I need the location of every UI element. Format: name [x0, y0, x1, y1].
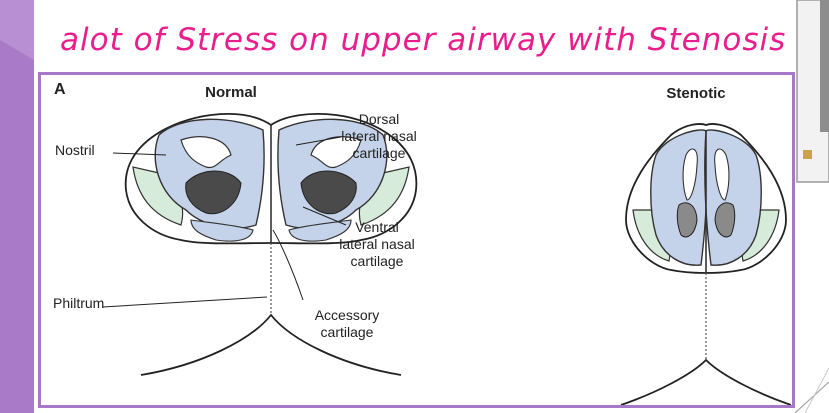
nasal-cartilage-diagram [102, 112, 792, 405]
stenotic-passage-left [676, 202, 698, 238]
panel-letter: A [54, 81, 66, 98]
stenotic-passage-right [714, 202, 736, 238]
left-accent-shade [0, 40, 34, 413]
leader-ventral [302, 206, 347, 226]
leader-nostril [112, 152, 167, 156]
figure-frame: A Normal Stenotic Nostril Dorsal lateral… [38, 72, 795, 408]
stenotic-nostril-right [714, 148, 730, 201]
normal-nose-drawing [102, 112, 418, 376]
label-accessory-cartilage: Accessory cartilage [314, 307, 380, 340]
corner-line [794, 381, 829, 413]
stenotic-nose-drawing [620, 123, 792, 405]
label-philtrum: Philtrum [53, 295, 105, 311]
normal-outer-outline [124, 112, 418, 245]
stenotic-outer-outline [625, 123, 787, 274]
normal-title: Normal [205, 84, 257, 101]
normal-nostril-left [180, 136, 232, 169]
stenotic-title: Stenotic [666, 85, 726, 102]
normal-nostril-right [310, 136, 362, 169]
small-logo-icon [803, 150, 812, 159]
corner-line-2 [804, 367, 829, 413]
stenotic-lip [620, 358, 792, 405]
leader-dorsal [295, 136, 342, 146]
side-panel-scroll [820, 0, 829, 132]
label-nostril: Nostril [55, 142, 95, 158]
handwritten-note: alot of Stress on upper airway with Sten… [60, 22, 787, 58]
label-ventral-lateral-nasal-cartilage: Ventral lateral nasal cartilage [339, 219, 415, 269]
stenotic-nostril-left [682, 148, 698, 201]
leader-accessory [272, 229, 304, 301]
normal-passage-right [300, 170, 357, 215]
normal-ventral-left [190, 219, 254, 242]
label-dorsal-lateral-nasal-cartilage: Dorsal lateral nasal cartilage [341, 111, 417, 161]
normal-passage-left [185, 170, 242, 215]
normal-ventral-right [288, 219, 352, 242]
leader-philtrum [102, 296, 268, 308]
normal-lip [140, 313, 402, 376]
